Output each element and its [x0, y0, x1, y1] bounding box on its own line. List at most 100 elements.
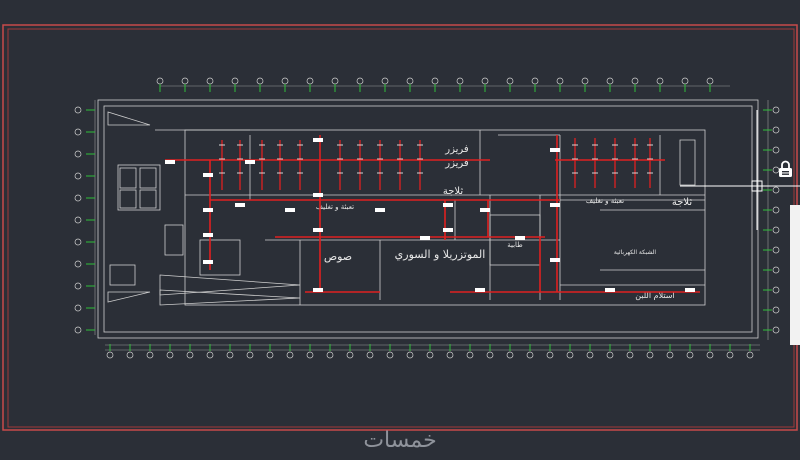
valve-tag: [550, 203, 560, 207]
watermark-logo: خمسات: [363, 428, 436, 453]
grid-bubble: [666, 351, 674, 359]
grid-bubble: [746, 351, 754, 359]
grid-bubble: [772, 306, 780, 314]
grid-bubble: [656, 77, 664, 85]
grid-bubble: [74, 282, 82, 290]
valve-tag: [203, 173, 213, 177]
grid-bubble: [74, 304, 82, 312]
grid-bubble: [581, 77, 589, 85]
grid-bubble: [74, 238, 82, 246]
grid-bubble: [226, 351, 234, 359]
valve-tag: [420, 236, 430, 240]
grid-bubble: [306, 351, 314, 359]
room-label: صوص: [324, 250, 352, 263]
grid-bubble: [772, 246, 780, 254]
grid-bubble: [772, 146, 780, 154]
grid-bubble: [146, 351, 154, 359]
grid-bubble: [281, 77, 289, 85]
grid-bubble: [326, 351, 334, 359]
grid-bubble: [772, 126, 780, 134]
grid-bubble: [686, 351, 694, 359]
grid-bubble: [366, 351, 374, 359]
grid-bubble: [426, 351, 434, 359]
grid-bubble: [126, 351, 134, 359]
room-label: ثلاجة: [443, 186, 464, 197]
room-label: ثلاجة: [672, 197, 693, 208]
valve-tag: [313, 228, 323, 232]
grid-markers-left: [74, 100, 96, 335]
grid-bubble: [556, 77, 564, 85]
grid-bubble: [626, 351, 634, 359]
grid-bubble: [531, 77, 539, 85]
grid-markers-right: [763, 100, 780, 340]
lock-icon[interactable]: [779, 160, 792, 178]
grid-bubble: [772, 286, 780, 294]
grid-bubble: [74, 260, 82, 268]
grid-bubble: [331, 77, 339, 85]
grid-bubble: [456, 77, 464, 85]
building-walls: [97, 99, 759, 339]
valve-tag: [605, 288, 615, 292]
grid-bubble: [206, 351, 214, 359]
valve-tag: [375, 208, 385, 212]
valve-tag: [245, 160, 255, 164]
valve-tag: [475, 288, 485, 292]
room-label: الشبكة الكهربائية: [614, 249, 657, 256]
grid-bubble: [431, 77, 439, 85]
grid-bubble: [772, 166, 780, 174]
grid-bubble: [466, 351, 474, 359]
valve-tag: [235, 203, 245, 207]
valve-tag: [203, 208, 213, 212]
grid-bubble: [381, 77, 389, 85]
grid-bubble: [166, 351, 174, 359]
grid-bubble: [566, 351, 574, 359]
valve-tag: [515, 236, 525, 240]
grid-markers-bottom: [105, 344, 760, 359]
grid-bubble: [481, 77, 489, 85]
room-label: استلام اللبن: [635, 291, 674, 300]
grid-bubble: [706, 77, 714, 85]
side-panel[interactable]: [790, 205, 800, 345]
grid-bubble: [506, 77, 514, 85]
grid-bubble: [772, 266, 780, 274]
room-labels: فريزر فريزر ثلاجة تعبئة و تغليف تعبئة و …: [316, 144, 692, 300]
grid-bubble: [772, 326, 780, 334]
valve-tag: [203, 260, 213, 264]
grid-bubble: [246, 351, 254, 359]
grid-bubble: [772, 206, 780, 214]
room-label: الموتزريلا و السوري: [395, 248, 486, 261]
room-label: فريزر: [444, 158, 469, 169]
grid-bubble: [486, 351, 494, 359]
room-label: تعبئة و تغليف: [586, 197, 624, 205]
grid-bubble: [646, 351, 654, 359]
valve-tag: [313, 288, 323, 292]
grid-bubble: [74, 216, 82, 224]
grid-bubble: [772, 226, 780, 234]
room-label: تعبئة و تغليف: [316, 203, 354, 211]
grid-bubble: [546, 351, 554, 359]
valve-tag: [550, 148, 560, 152]
grid-bubble: [266, 351, 274, 359]
grid-bubble: [446, 351, 454, 359]
room-label: فريزر: [444, 144, 469, 155]
grid-bubble: [706, 351, 714, 359]
grid-bubble: [356, 77, 364, 85]
valve-tag: [203, 233, 213, 237]
grid-bubble: [256, 77, 264, 85]
valve-tags: [165, 138, 695, 292]
grid-bubble: [606, 77, 614, 85]
pipe-branches: [219, 138, 653, 190]
grid-bubble: [772, 186, 780, 194]
grid-bubble: [772, 106, 780, 114]
valve-tag: [165, 160, 175, 164]
grid-bubble: [181, 77, 189, 85]
grid-bubble: [74, 106, 82, 114]
valve-tag: [443, 228, 453, 232]
grid-bubble: [506, 351, 514, 359]
grid-bubble: [406, 351, 414, 359]
grid-bubble: [74, 326, 82, 334]
valve-tag: [285, 208, 295, 212]
grid-bubble: [74, 194, 82, 202]
